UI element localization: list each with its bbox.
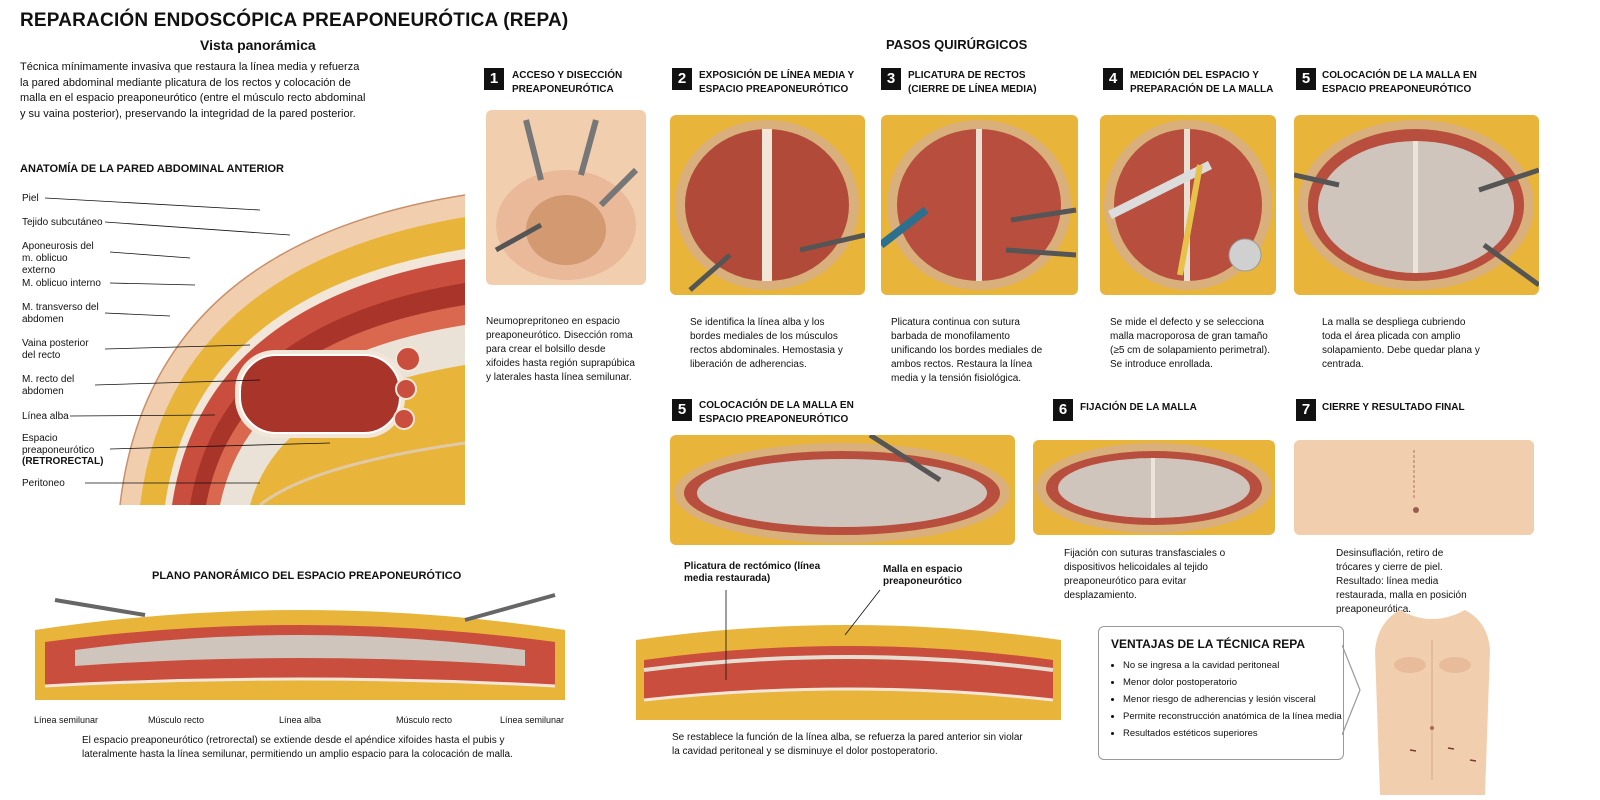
step-1-title: ACCESO Y DISECCIÓN PREAPONEURÓTICA xyxy=(512,70,623,95)
step-5-image xyxy=(1294,115,1539,295)
anatomy-illustration xyxy=(119,194,465,505)
panoramic-caption: El espacio preaponeurótico (retrorectal)… xyxy=(82,735,513,760)
step-3-title: PLICATURA DE RECTOS (CIERRE DE LÍNEA MED… xyxy=(908,70,1037,95)
steps-heading: PASOS QUIRÚRGICOS xyxy=(886,37,1028,52)
step-3-image xyxy=(881,115,1078,295)
label-peritoneo: Peritoneo xyxy=(22,478,65,489)
advantage-item: Permite reconstrucción anatómica de la l… xyxy=(1123,708,1342,725)
step-7-desc: Desinsuflación, retiro de trócares y cie… xyxy=(1336,548,1467,615)
advantages-list: No se ingresa a la cavidad peritoneal Me… xyxy=(1109,657,1342,742)
label-recto: M. recto del abdomen xyxy=(22,374,75,397)
label-retrorectal: (RETRORECTAL) xyxy=(22,456,104,467)
cross-label-plicatura: Plicatura de rectómico (línea media rest… xyxy=(684,561,821,584)
step-4-number: 4 xyxy=(1103,68,1123,90)
step-6-desc: Fijación con suturas transfasciales o di… xyxy=(1064,548,1226,601)
step-1-desc: Neumoprepritoneo en espacio preaponeurót… xyxy=(486,316,635,383)
label-linea-alba: Línea alba xyxy=(22,411,69,422)
step-2-title: EXPOSICIÓN DE LÍNEA MEDIA Y ESPACIO PREA… xyxy=(699,70,855,95)
step-5b-title: COLOCACIÓN DE LA MALLA EN ESPACIO PREAPO… xyxy=(699,400,854,425)
label-piel: Piel xyxy=(22,193,39,204)
step-4-desc: Se mide el defecto y se selecciona malla… xyxy=(1110,317,1270,370)
advantages-panel: VENTAJAS DE LA TÉCNICA REPA No se ingres… xyxy=(1098,626,1344,760)
step-7-title: CIERRE Y RESULTADO FINAL xyxy=(1322,402,1465,413)
step-6-number: 6 xyxy=(1053,399,1073,421)
step-5b-number: 5 xyxy=(672,399,692,421)
advantage-item: Menor riesgo de adherencias y lesión vis… xyxy=(1123,691,1342,708)
label-subcutaneo: Tejido subcutáneo xyxy=(22,217,103,228)
cross-label-malla: Malla en espacio preaponeurótico xyxy=(883,564,963,587)
label-oblicuo-interno: M. oblicuo interno xyxy=(22,278,101,289)
advantages-heading: VENTAJAS DE LA TÉCNICA REPA xyxy=(1111,637,1306,651)
label-transverso: M. transverso del abdomen xyxy=(22,302,99,325)
label-vaina-posterior: Vaina posterior del recto xyxy=(22,338,89,361)
panoramic-illustration xyxy=(35,593,565,700)
advantages-pointer-arrow xyxy=(1342,645,1361,735)
step-5-desc: La malla se despliega cubriendo toda el … xyxy=(1322,317,1480,370)
advantage-item: Menor dolor postoperatorio xyxy=(1123,674,1342,691)
step-7-image xyxy=(1294,440,1534,535)
pano-label-semilunar-right: Línea semilunar xyxy=(500,715,565,725)
anatomy-heading: ANATOMÍA DE LA PARED ABDOMINAL ANTERIOR xyxy=(20,163,284,175)
step-3-desc: Plicatura continua con sutura barbada de… xyxy=(891,317,1043,384)
step-2-number: 2 xyxy=(672,68,692,90)
step-5-title: COLOCACIÓN DE LA MALLA EN ESPACIO PREAPO… xyxy=(1322,70,1477,95)
panoramic-heading: PLANO PANORÁMICO DEL ESPACIO PREAPONEURÓ… xyxy=(152,570,462,582)
step-5b-image xyxy=(670,435,1015,545)
torso-illustration xyxy=(1375,610,1490,795)
step-4-title: MEDICIÓN DEL ESPACIO Y PREPARACIÓN DE LA… xyxy=(1130,70,1274,95)
step-1-number: 1 xyxy=(484,68,504,90)
page-title: REPARACIÓN ENDOSCÓPICA PREAPONEURÓTICA (… xyxy=(20,10,569,31)
step-2-image xyxy=(670,115,865,295)
label-espacio-preaponeurotico: Espacio preaponeurótico xyxy=(22,433,95,456)
label-oblicuo-externo: Aponeurosis del m. oblicuo externo xyxy=(22,241,94,276)
pano-label-semilunar-left: Línea semilunar xyxy=(34,715,99,725)
step-7-number: 7 xyxy=(1296,399,1316,421)
step-6-title: FIJACIÓN DE LA MALLA xyxy=(1080,402,1197,413)
pano-label-linea-alba: Línea alba xyxy=(279,715,322,725)
step-6-image xyxy=(1033,440,1275,535)
pano-label-recto-left: Músculo recto xyxy=(148,715,205,725)
advantage-item: No se ingresa a la cavidad peritoneal xyxy=(1123,657,1342,674)
step-4-image xyxy=(1100,115,1276,295)
cross-section-illustration xyxy=(636,625,1061,720)
intro-text: Técnica mínimamente invasiva que restaur… xyxy=(20,61,366,120)
cross-section-caption: Se restablece la función de la línea alb… xyxy=(672,732,1023,757)
page-subtitle: Vista panorámica xyxy=(200,37,316,53)
pano-label-recto-right: Músculo recto xyxy=(396,715,453,725)
step-3-number: 3 xyxy=(881,68,901,90)
step-5-number: 5 xyxy=(1296,68,1316,90)
step-1-image xyxy=(486,110,646,285)
advantage-item: Resultados estéticos superiores xyxy=(1123,725,1342,742)
step-2-desc: Se identifica la línea alba y los bordes… xyxy=(690,317,843,370)
